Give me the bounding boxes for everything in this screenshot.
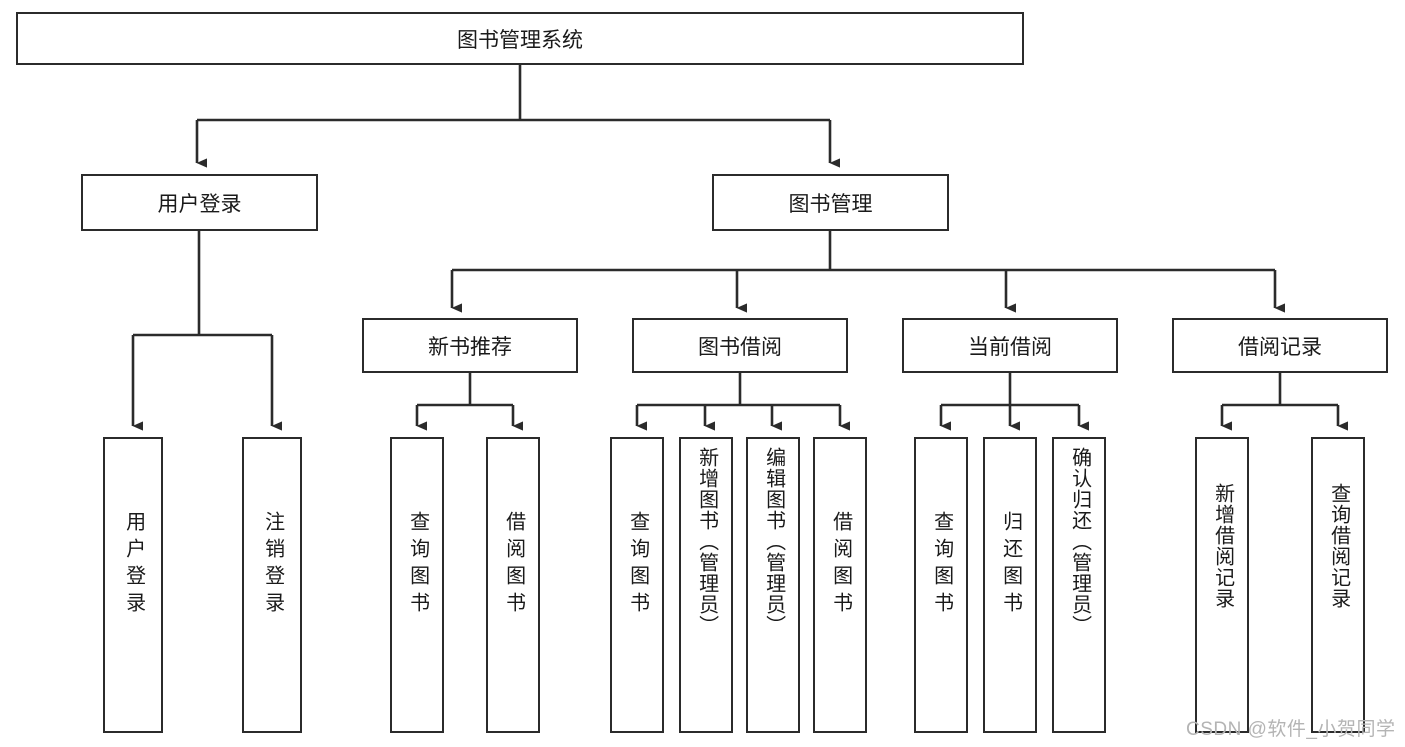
- leaf-label: 查询图书: [406, 511, 429, 619]
- node-book-management-label: 图书管理: [788, 192, 873, 216]
- leaf-label: 新增借阅记录: [1211, 483, 1234, 609]
- node-book-borrow[interactable]: 图书借阅: [632, 318, 848, 373]
- leaf-borrow-record-add-record[interactable]: 新增借阅记录: [1195, 437, 1249, 733]
- leaf-label: 查询图书: [626, 511, 649, 619]
- leaf-current-borrow-confirm-return-admin[interactable]: 确认归还（管理员）: [1052, 437, 1106, 733]
- node-borrow-record-label: 借阅记录: [1238, 335, 1322, 359]
- leaf-label: 借阅图书: [502, 511, 525, 619]
- leaf-label: 归还图书: [999, 511, 1022, 619]
- leaf-user-login-logout[interactable]: 注销登录: [242, 437, 302, 733]
- node-new-book-recommend-label: 新书推荐: [428, 335, 512, 359]
- node-book-management[interactable]: 图书管理: [712, 174, 949, 231]
- leaf-label: 注销登录: [261, 511, 284, 619]
- leaf-label: 用户登录: [122, 511, 145, 619]
- csdn-watermark: CSDN @软件_小贺同学: [1186, 719, 1396, 740]
- node-user-login-label: 用户登录: [157, 192, 242, 216]
- leaf-label: 编辑图书（管理员）: [762, 447, 785, 636]
- node-current-borrow-label: 当前借阅: [968, 335, 1052, 359]
- leaf-label: 借阅图书: [829, 511, 852, 619]
- leaf-current-borrow-return-book[interactable]: 归还图书: [983, 437, 1037, 733]
- leaf-book-borrow-edit-book-admin[interactable]: 编辑图书（管理员）: [746, 437, 800, 733]
- leaf-book-borrow-query-book[interactable]: 查询图书: [610, 437, 664, 733]
- leaf-label: 确认归还（管理员）: [1068, 447, 1091, 636]
- leaf-borrow-record-query-record[interactable]: 查询借阅记录: [1311, 437, 1365, 733]
- leaf-label: 查询图书: [930, 511, 953, 619]
- node-root-label: 图书管理系统: [457, 28, 583, 52]
- node-borrow-record[interactable]: 借阅记录: [1172, 318, 1388, 373]
- leaf-new-book-query-book[interactable]: 查询图书: [390, 437, 444, 733]
- node-root-book-management-system[interactable]: 图书管理系统: [16, 12, 1024, 65]
- leaf-book-borrow-add-book-admin[interactable]: 新增图书（管理员）: [679, 437, 733, 733]
- node-current-borrow[interactable]: 当前借阅: [902, 318, 1118, 373]
- leaf-label: 新增图书（管理员）: [695, 447, 718, 636]
- leaf-user-login-login[interactable]: 用户登录: [103, 437, 163, 733]
- node-book-borrow-label: 图书借阅: [698, 335, 782, 359]
- leaf-new-book-borrow-book[interactable]: 借阅图书: [486, 437, 540, 733]
- node-user-login[interactable]: 用户登录: [81, 174, 318, 231]
- leaf-label: 查询借阅记录: [1327, 483, 1350, 609]
- node-new-book-recommend[interactable]: 新书推荐: [362, 318, 578, 373]
- leaf-book-borrow-borrow-book[interactable]: 借阅图书: [813, 437, 867, 733]
- leaf-current-borrow-query-book[interactable]: 查询图书: [914, 437, 968, 733]
